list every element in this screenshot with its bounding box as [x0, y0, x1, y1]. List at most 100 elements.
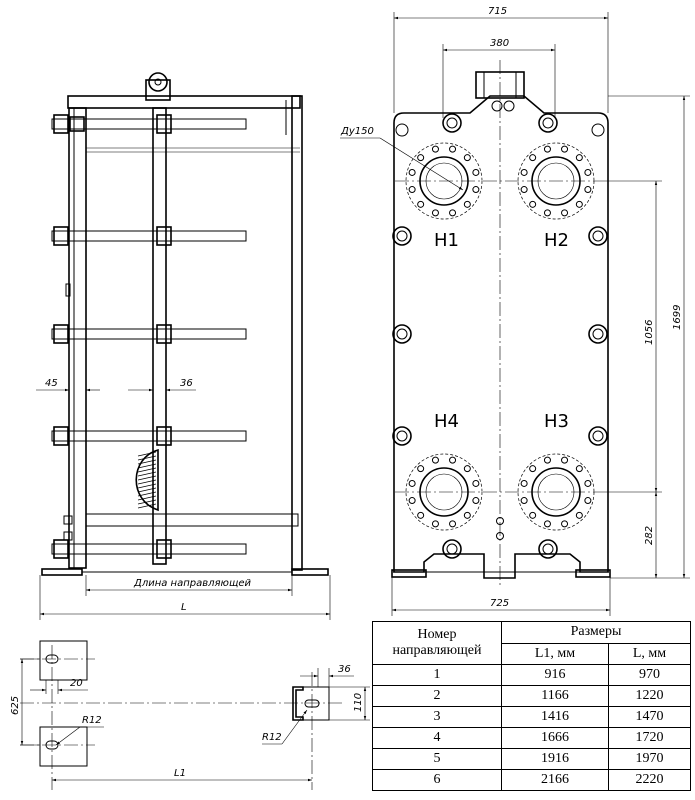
flange-bolt-hole	[408, 497, 416, 505]
tie-bolt-core	[592, 430, 604, 442]
port-label-h1: Н1	[434, 230, 459, 251]
dim-625: 625	[10, 696, 21, 715]
tie-bolt-stud	[588, 226, 608, 246]
foundation-view: 625 20 R12 36 110 R12 L1	[10, 640, 370, 790]
flange-bolt-hole	[417, 200, 425, 208]
flange-bolt-hole	[543, 456, 551, 464]
tie-bolt-stud	[392, 324, 412, 344]
hatch-line	[137, 475, 157, 481]
ports	[405, 142, 595, 531]
flange-bolt-hole	[584, 479, 592, 487]
flange-bolt-hole	[575, 511, 583, 519]
flange-bolt-hole	[575, 154, 583, 162]
hatch-line	[137, 487, 157, 493]
flange-bolt-hole	[543, 145, 551, 153]
port-opening	[419, 156, 469, 206]
tie-bolt-core	[446, 117, 458, 129]
hatch-line	[137, 503, 157, 509]
port-label-h2: Н2	[544, 230, 569, 251]
hatch-line	[137, 491, 157, 497]
flange-bolt-hole	[472, 186, 480, 194]
flange-bolt-hole	[520, 168, 528, 176]
cell-number: 1	[372, 664, 502, 686]
dim-282: 282	[644, 526, 655, 545]
tie-bolt-core	[396, 328, 408, 340]
flange-bolt-hole	[543, 520, 551, 528]
cell-l1: 2166	[501, 769, 609, 791]
cell-l1: 916	[501, 664, 609, 686]
flange-bolt-hole	[520, 497, 528, 505]
flange-bolt-hole	[543, 209, 551, 217]
cell-number: 6	[372, 769, 502, 791]
hatch-line	[137, 467, 157, 473]
flange-bolt-hole	[575, 200, 583, 208]
hatch-line	[137, 463, 157, 469]
flange-bolt-hole	[449, 209, 457, 217]
cell-l: 1970	[608, 748, 691, 770]
dim-715: 715	[488, 6, 507, 17]
cell-l1: 1166	[501, 685, 609, 707]
port-inner	[537, 162, 575, 200]
flange-bolt-hole	[561, 145, 569, 153]
flange-bolt-hole	[575, 465, 583, 473]
port-opening	[531, 156, 581, 206]
front-view: Н1 Н2 Н4 Н3 715 380 Ду150 1056 1699 282 …	[340, 6, 690, 616]
port-opening	[531, 467, 581, 517]
tie-bolt-stud	[538, 113, 558, 133]
table-header-row: Номер направляющей Размеры	[372, 621, 691, 665]
cell-l: 1470	[608, 706, 691, 728]
dim-1699: 1699	[672, 305, 683, 330]
dim-du150: Ду150	[340, 126, 374, 137]
flange-bolt-hole	[431, 209, 439, 217]
hatch-line	[137, 459, 157, 465]
hatch-line	[137, 483, 157, 489]
cell-l: 1220	[608, 685, 691, 707]
nozzle-hatching	[137, 451, 157, 509]
cell-l: 2220	[608, 769, 691, 791]
tie-bolt-stud	[392, 226, 412, 246]
table-row: 5 1916 1970	[372, 748, 691, 770]
table-row: 1 916 970	[372, 664, 691, 686]
flange-bolt-hole	[417, 511, 425, 519]
tie-bolt-stud	[538, 539, 558, 559]
flange-bolt-hole	[584, 186, 592, 194]
flange-bolt-hole	[431, 145, 439, 153]
flange-bolt-hole	[463, 465, 471, 473]
dim-36-side: 36	[180, 378, 193, 389]
tie-bolt-core	[592, 230, 604, 242]
flange-bolt-hole	[408, 186, 416, 194]
flange-bolt-hole	[561, 209, 569, 217]
table-row: 3 1416 1470	[372, 706, 691, 728]
flange-bolt-hole	[408, 479, 416, 487]
cell-l: 970	[608, 664, 691, 686]
tie-bolt-stud	[588, 426, 608, 446]
guide-length-label: Длина направляющей	[133, 578, 252, 589]
flange-bolt-hole	[417, 154, 425, 162]
cell-l1: 1916	[501, 748, 609, 770]
dim-45: 45	[45, 378, 58, 389]
table-row: 2 1166 1220	[372, 685, 691, 707]
dimensions-table: Номер направляющей Размеры L1, мм L, мм …	[372, 621, 691, 791]
flange-bolt-hole	[417, 465, 425, 473]
dim-36-foundation: 36	[338, 664, 351, 675]
port-bolt-circle	[405, 142, 483, 220]
dim-L: L	[181, 602, 187, 613]
port-opening	[419, 467, 469, 517]
flange-bolt-hole	[520, 479, 528, 487]
port-bolt-circle	[405, 453, 483, 531]
flange-bolt-hole	[408, 168, 416, 176]
flange-bolt-hole	[463, 200, 471, 208]
tie-bolt-core	[396, 430, 408, 442]
flange-bolt-hole	[529, 154, 537, 162]
dim-L1: L1	[174, 768, 186, 779]
flange-bolt-hole	[449, 520, 457, 528]
hatch-line	[137, 495, 157, 501]
flange-bolt-hole	[431, 456, 439, 464]
cell-l1: 1666	[501, 727, 609, 749]
tie-bolt-core	[396, 230, 408, 242]
dim-725: 725	[490, 598, 509, 609]
tie-bolt-core	[542, 117, 554, 129]
flange-bolt-hole	[584, 168, 592, 176]
side-view: 45 36 Длина направляющей L	[36, 72, 331, 620]
